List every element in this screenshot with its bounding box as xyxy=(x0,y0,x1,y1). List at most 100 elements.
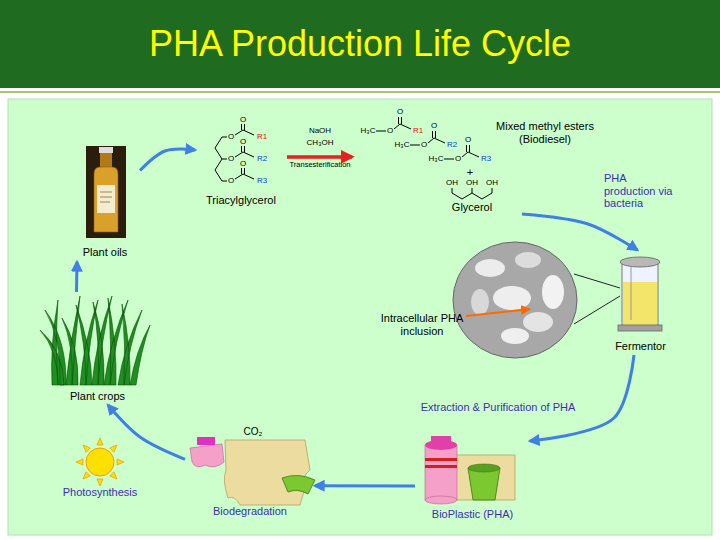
atom-label: O xyxy=(387,127,393,135)
degrading-film xyxy=(224,440,310,505)
stage-label: Mixed methyl esters (Biodiesel) xyxy=(488,120,602,145)
fermentor-lid xyxy=(620,257,660,267)
atom-label: H₃C xyxy=(429,155,444,163)
bottle-band xyxy=(425,465,457,468)
flow-arrow xyxy=(530,355,634,441)
pha-granule xyxy=(501,328,529,344)
flow-arrow xyxy=(522,214,637,250)
stage-label: Plant crops xyxy=(45,390,150,403)
sun-rays xyxy=(76,438,124,486)
cup-rim xyxy=(468,464,500,472)
stage-label: Plant oils xyxy=(70,246,140,259)
atom-label: O xyxy=(228,133,234,141)
atom-label: O xyxy=(431,122,437,130)
oil-bottle: Plant oils xyxy=(70,140,140,262)
flow-arrow xyxy=(75,262,79,292)
biodegradation: Biodegradation xyxy=(185,425,315,523)
atom-label: OH xyxy=(486,179,498,187)
gas-label: CO₂ xyxy=(244,427,263,437)
leader-line xyxy=(574,274,620,288)
reagent-label: CH₃OH xyxy=(307,139,334,147)
fermentor-vessel xyxy=(622,262,658,325)
process-label: Photosynthesis xyxy=(63,487,138,498)
bottle-neck xyxy=(100,152,112,168)
culture-broth xyxy=(623,282,657,325)
atom-label: O xyxy=(228,155,234,163)
bottle-cap xyxy=(197,437,215,445)
slide-title: PHA Production Life Cycle xyxy=(0,0,720,88)
atom-label: O xyxy=(240,138,246,146)
fermentor: Fermentor xyxy=(608,250,673,355)
flow-arrow xyxy=(108,405,185,459)
oil-bottle xyxy=(94,167,118,232)
stage-label: BioPlastic (PHA) xyxy=(415,508,530,521)
degrading-bottle xyxy=(190,444,224,467)
bioplastic: BioPlastic (PHA) xyxy=(415,432,530,522)
bottle-cap xyxy=(431,436,451,445)
atom-label: R2 xyxy=(257,155,267,163)
edge-label: Extraction & Purification of PHA xyxy=(398,401,598,414)
bottle-cap xyxy=(99,147,113,153)
atom-label: O xyxy=(240,160,246,168)
photo-background xyxy=(86,146,126,238)
grass-blades xyxy=(40,296,150,385)
atom-label: O xyxy=(228,177,234,185)
stage-label: Triacylglycerol xyxy=(195,194,287,207)
stage-label: Glycerol xyxy=(440,201,504,214)
flow-arrow xyxy=(315,484,415,487)
atom-label: O xyxy=(397,108,403,116)
atom-label: O xyxy=(421,141,427,149)
content-panel xyxy=(8,99,712,535)
atom-label: O xyxy=(465,136,471,144)
pha-granule xyxy=(523,312,553,332)
chemical-bonds xyxy=(376,117,479,159)
degrading-cup xyxy=(282,475,315,494)
edge-label: Transesterification xyxy=(270,161,370,170)
atom-label: R3 xyxy=(481,155,491,163)
title-bar xyxy=(0,0,720,88)
atom-label: OH xyxy=(466,179,478,187)
pointer-arrow xyxy=(466,309,530,316)
atom-label: H₃C xyxy=(361,127,376,135)
atom-label: O xyxy=(240,116,246,124)
chemical-bonds xyxy=(215,124,254,181)
stage-label: Biodegradation xyxy=(185,505,315,518)
pha-granule xyxy=(542,275,564,309)
pha-granule xyxy=(515,252,541,268)
atom-label: H₃C xyxy=(395,141,410,149)
pha-granule xyxy=(471,289,489,315)
pha-granule xyxy=(475,259,505,277)
atom-label: R1 xyxy=(257,133,267,141)
plastic-cup xyxy=(468,468,500,500)
callout-text: Intracellular PHA inclusion xyxy=(376,312,468,337)
fermentor-shaft xyxy=(631,266,632,320)
atom-label: O xyxy=(455,155,461,163)
atom-label: R2 xyxy=(447,141,457,149)
flow-arrow xyxy=(287,155,352,159)
atom-label: R1 xyxy=(413,127,423,135)
leader-line xyxy=(574,296,620,324)
fermentor-base xyxy=(618,325,662,331)
reagent-label: NaOH xyxy=(309,127,331,135)
bottle-band xyxy=(425,458,457,461)
atom-label: OH xyxy=(446,179,458,187)
plant-crops: Plant crops xyxy=(45,292,150,405)
bottle-label-lines xyxy=(100,192,112,202)
sun xyxy=(86,448,114,476)
plastic-film xyxy=(450,455,515,500)
bottle-label xyxy=(97,185,115,213)
plastic-bottle-base xyxy=(425,496,457,504)
stage-label: Fermentor xyxy=(603,340,678,353)
atom-label: + xyxy=(467,167,473,178)
flow-arrow xyxy=(140,149,195,170)
chemical-bonds xyxy=(452,188,492,199)
micrograph xyxy=(453,242,577,358)
atom-label: R3 xyxy=(257,177,267,185)
pha-granule xyxy=(493,286,531,310)
title-rule xyxy=(0,91,720,93)
plastic-bottle xyxy=(425,445,457,500)
edge-label: PHA production via bacteria xyxy=(604,172,680,210)
